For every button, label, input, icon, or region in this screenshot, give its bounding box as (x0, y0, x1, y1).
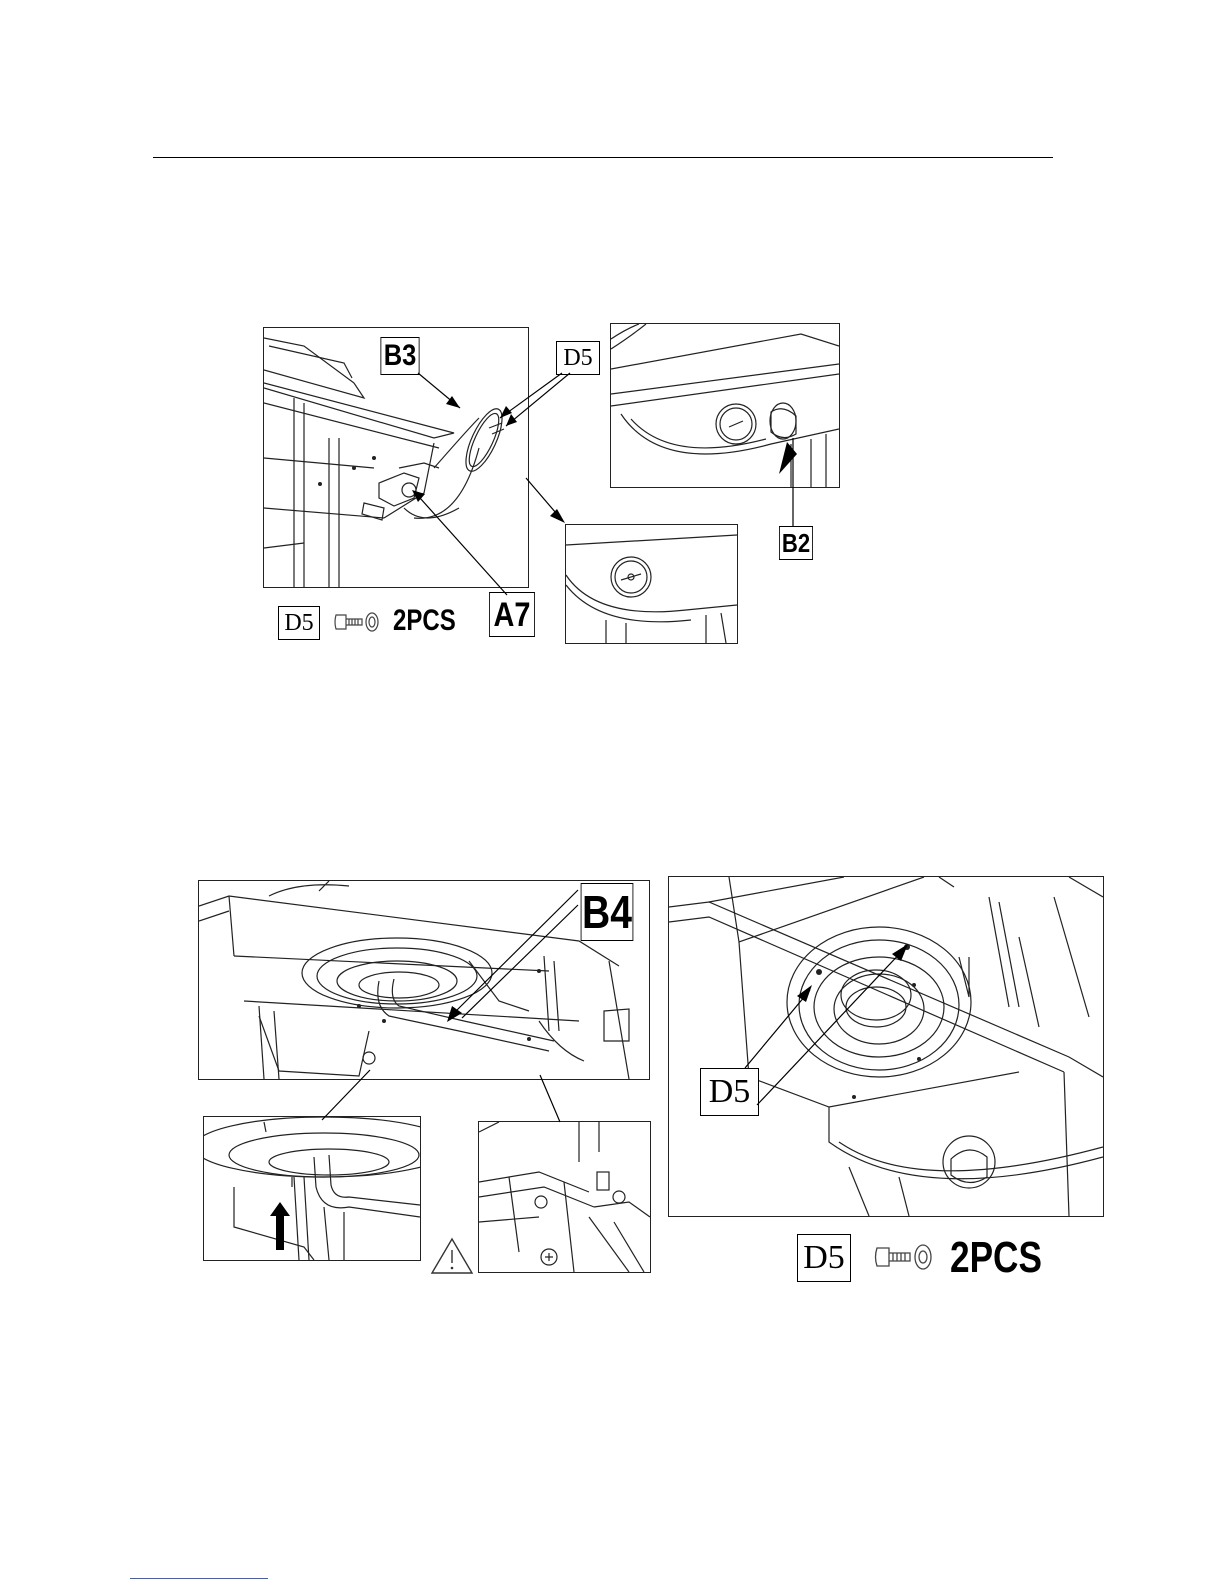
figure-2-burner-panel (668, 876, 1104, 1217)
label-d5-burner: D5 (700, 1068, 759, 1116)
control-panel-knob-drawing (611, 324, 839, 487)
legend-d5-code: D5 (278, 606, 320, 640)
legend-d5-code-2: D5 (797, 1234, 851, 1282)
figure-2-inset-bracket (478, 1121, 651, 1273)
figure-2-inset-valve (203, 1116, 421, 1261)
footer-link-rule (130, 1578, 268, 1579)
label-b3: B3 (380, 337, 419, 375)
figure-1-inset-ignitor (565, 524, 738, 644)
valve-tube-drawing (204, 1117, 420, 1260)
label-b2: B2 (779, 526, 813, 560)
ignitor-cover-drawing (566, 525, 737, 643)
screw-washer-icon-2 (874, 1243, 936, 1271)
bracket-screw-drawing (479, 1122, 650, 1272)
side-burner-top-drawing (669, 877, 1103, 1216)
header-rule (153, 157, 1053, 158)
legend-qty-2: 2PCS (950, 1233, 1042, 1283)
screw-washer-icon (334, 611, 382, 633)
warning-triangle-icon (430, 1237, 474, 1275)
figure-1-inset-knob (610, 323, 840, 488)
legend-qty: 2PCS (393, 604, 456, 638)
label-b4: B4 (581, 883, 634, 941)
label-d5-top: D5 (556, 341, 600, 375)
label-a7: A7 (489, 592, 535, 637)
